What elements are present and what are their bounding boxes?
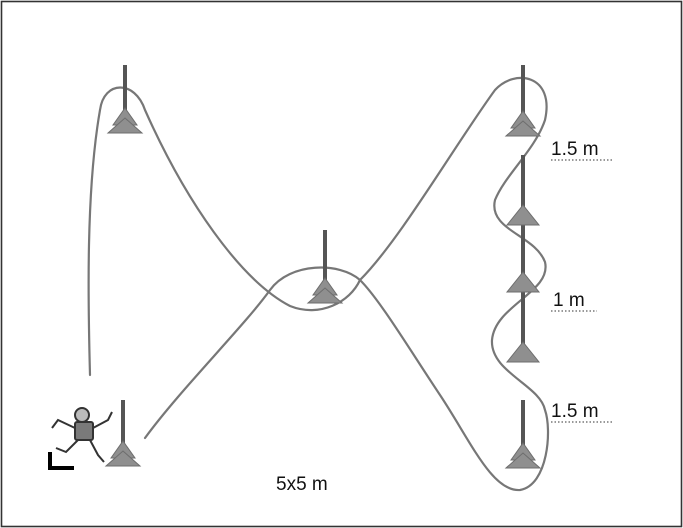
measure-underlines xyxy=(551,159,612,423)
cone-pole-icon xyxy=(104,450,142,467)
gap-label-middle: 1 m xyxy=(553,290,585,311)
cone-pole-icon xyxy=(504,120,542,137)
gap-label-top: 1.5 m xyxy=(551,139,599,160)
runner-icon xyxy=(51,407,113,463)
gap-label-bottom: 1.5 m xyxy=(551,401,599,422)
cone-pole-icon xyxy=(504,452,542,469)
area-label: 5x5 m xyxy=(276,474,328,495)
running-path xyxy=(87,86,362,440)
cone-pole-icon xyxy=(505,271,541,293)
cone-pole-icon xyxy=(306,287,344,304)
cone-pole-icon xyxy=(106,117,144,134)
cone-pole-icon xyxy=(505,204,541,226)
cone-pole-icon xyxy=(505,341,541,363)
poles xyxy=(121,65,525,462)
running-path-right xyxy=(358,76,550,492)
start-corner-icon xyxy=(48,452,74,470)
cones xyxy=(104,107,542,469)
